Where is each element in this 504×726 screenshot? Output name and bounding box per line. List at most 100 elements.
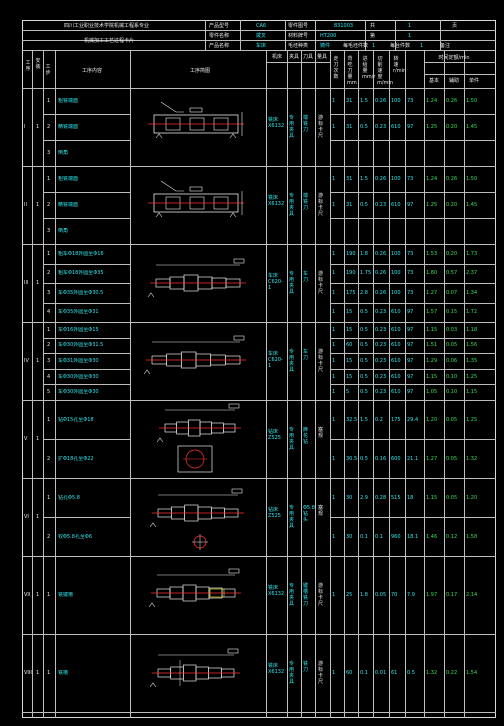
step-param: 18.1	[407, 533, 419, 540]
grid-vline	[373, 50, 374, 718]
material-label: 材料牌号	[288, 33, 309, 39]
step-param: 0.5	[360, 455, 368, 462]
step-param: 73	[407, 289, 414, 296]
grid-vline	[285, 20, 286, 50]
col-step-content: 工序内容	[81, 68, 102, 74]
grid-vline	[424, 50, 425, 718]
step-param: 1.32	[426, 670, 438, 676]
step-param: 1	[332, 342, 336, 349]
step-param: 2.37	[466, 270, 478, 277]
install-number: 1	[36, 670, 40, 676]
support-mark	[149, 682, 157, 688]
product-model-label: 产品型号	[209, 23, 230, 29]
step-content: 车Φ16外圆至Φ15	[58, 326, 99, 333]
step-param: 1.15	[426, 494, 438, 501]
step-param: 2.8	[360, 289, 368, 296]
step-number: 2	[47, 533, 51, 540]
step-param: 100	[391, 250, 401, 257]
grid-hline	[424, 62, 496, 63]
grid-hline	[43, 353, 130, 355]
step-param: 1.75	[360, 270, 372, 277]
fixture-name: 专用夹具	[289, 583, 295, 607]
col-cut-depth: 背吃刀量mm	[347, 56, 357, 86]
step-param: 1.97	[426, 592, 438, 598]
step-param: 0.26	[375, 176, 387, 182]
step-param: 5	[346, 389, 350, 396]
material-value: HT200	[320, 33, 337, 39]
step-content: 精铣端面	[58, 124, 79, 130]
install-number: 1	[36, 202, 40, 208]
step-param: 21.1	[407, 455, 419, 462]
step-param: 25	[346, 592, 353, 598]
support-mark	[229, 133, 237, 139]
col-fixture: 夹具	[288, 54, 299, 60]
grid-vline	[301, 50, 302, 718]
step-param: 97	[407, 373, 414, 380]
step-param: 1	[332, 373, 336, 380]
grid-hline	[330, 283, 496, 284]
page-label: 第	[370, 33, 376, 39]
col-machine: 机床	[271, 54, 282, 60]
step-param: 1	[332, 358, 336, 364]
step-param: 515	[391, 494, 401, 501]
step-param: 1.45	[466, 202, 478, 208]
col-speed: 切削速度m/min	[377, 56, 393, 86]
step-param: 0.17	[446, 592, 458, 598]
step-param: 1.25	[426, 202, 438, 208]
step-param: 0.26	[375, 98, 387, 104]
step-param: 1	[332, 592, 336, 598]
grid-vline	[389, 50, 390, 718]
support-mark	[143, 369, 151, 375]
step-content: 车Φ31外圆至Φ30	[58, 358, 99, 364]
step-content: 铣槽	[58, 670, 69, 676]
step-param: 1.46	[426, 533, 438, 540]
tool-name: 车刀	[303, 349, 309, 361]
step-param: 1.24	[426, 98, 438, 104]
process-number: VI	[24, 514, 29, 520]
step-param: 97	[407, 358, 414, 364]
step-param: 1	[332, 202, 336, 208]
step-param: 100	[391, 98, 401, 104]
step-param: 0.23	[375, 342, 387, 349]
step-param: 1.18	[466, 326, 478, 333]
step-param: 0.10	[446, 373, 458, 380]
per-unit-value: 1	[420, 43, 424, 49]
support-mark	[147, 292, 155, 298]
step-number: 2	[47, 202, 51, 208]
support-mark	[156, 437, 164, 443]
step-param: 32.5	[346, 416, 358, 423]
fixture-name: 专用夹具	[289, 349, 295, 373]
step-param: 7.9	[407, 592, 415, 598]
grid-vline	[395, 20, 396, 50]
tool-name: Φ5.8钻头	[303, 505, 315, 523]
step-param: 0.05	[446, 342, 458, 349]
step-param: 0.26	[446, 176, 458, 182]
step-param: 1	[332, 250, 336, 257]
gauge-name: 游标卡尺	[318, 583, 324, 607]
step-param: 1.32	[466, 455, 478, 462]
step-number: 1	[47, 98, 51, 104]
grid-hline	[22, 30, 496, 31]
step-content: 倒角	[58, 228, 69, 234]
col-install: 安装	[35, 58, 41, 70]
tool-name: 铣刀	[303, 661, 309, 673]
step-param: 97	[407, 309, 414, 316]
step-param: 0.5	[360, 326, 368, 333]
install-number: 1	[36, 358, 40, 364]
step-param: 1.45	[466, 124, 478, 130]
grid-hline	[330, 192, 496, 193]
step-param: 175	[391, 416, 401, 423]
step-param: 1.73	[466, 250, 478, 257]
step-content: 车Φ30外圆至Φ30	[58, 389, 99, 396]
step-param: 1	[332, 124, 336, 130]
step-param: 0.20	[446, 124, 458, 130]
process-number: IV	[24, 358, 29, 364]
grid-hline	[22, 88, 496, 89]
roughness-symbol	[233, 335, 245, 341]
step-param: 1	[332, 326, 336, 333]
step-param: 1	[332, 670, 336, 676]
step-param: 2.14	[466, 592, 478, 598]
step-param: 0.1	[360, 670, 368, 676]
step-param: 0.5	[360, 358, 368, 364]
step-param: 30	[346, 494, 353, 501]
